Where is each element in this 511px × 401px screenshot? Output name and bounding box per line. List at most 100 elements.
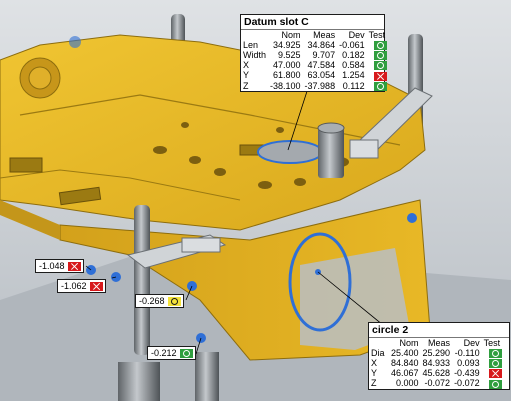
test-status-icon	[67, 261, 81, 271]
deviation-tag-2[interactable]: -1.062	[57, 279, 106, 293]
test-status-icon	[489, 359, 503, 369]
part-slot	[9, 157, 43, 173]
deviation-tag-4[interactable]: -0.212	[147, 346, 196, 360]
row-label: X	[371, 358, 378, 369]
leader-tag-1	[85, 265, 92, 271]
part-slot	[58, 186, 102, 206]
test-result	[482, 348, 503, 359]
test-status-icon	[374, 81, 388, 91]
table-row: Width 9.525 9.707 0.182	[241, 50, 388, 61]
table-row: Y 61.800 63.054 1.254	[241, 70, 388, 81]
table-row: Z -38.100 -37.988 0.112	[241, 80, 388, 91]
nominal-value: 34.925	[273, 40, 301, 51]
part-hole	[276, 127, 284, 133]
row-label: X	[243, 60, 250, 71]
leader-tag-3	[185, 285, 193, 301]
column-header	[369, 338, 389, 348]
circle-2-rows: Dia 25.400 25.290 -0.110 X 84.840 84.933…	[369, 348, 503, 389]
column-header	[241, 30, 268, 40]
table-row: Z 0.000 -0.072 -0.072	[369, 378, 503, 389]
row-label: Z	[243, 80, 249, 91]
part-hole	[258, 181, 272, 189]
column-header-nom: Nom	[399, 338, 419, 348]
column-header-nom: Nom	[281, 30, 301, 40]
fixture-center-pin	[318, 128, 344, 178]
row-label: Width	[243, 50, 267, 61]
deviation-value: 0.112	[342, 80, 365, 91]
measured-value: -0.072	[424, 378, 451, 389]
circle-2-title: circle 2	[369, 323, 509, 338]
deviation-value: 0.093	[457, 358, 480, 369]
nominal-value: 61.800	[273, 70, 301, 81]
row-label: Y	[371, 368, 378, 379]
measured-value: 25.290	[422, 348, 451, 359]
datum-slot-c-panel[interactable]: Datum slot C Nom Meas Dev Test Len 34.92…	[240, 14, 388, 92]
fixture-pillar-front	[134, 205, 150, 355]
deviation-value: -0.439	[454, 368, 480, 379]
part-hole	[153, 146, 167, 154]
part-bend-line-2	[0, 169, 241, 201]
part-hole-large-inner	[28, 66, 52, 90]
table-row: X 47.000 47.584 0.584	[241, 60, 388, 71]
nominal-value: 46.067	[391, 368, 419, 379]
datum-slot-c-title: Datum slot C	[241, 15, 384, 30]
circle-2-feature-outline[interactable]	[288, 232, 352, 332]
measured-value: -37.988	[304, 80, 336, 91]
test-result	[367, 40, 388, 51]
test-status-icon	[374, 71, 388, 81]
leader-datum-slot-c	[287, 81, 311, 151]
column-header-test: Test	[483, 338, 501, 348]
part-hole	[407, 213, 417, 223]
test-result	[367, 60, 388, 71]
part-hole	[189, 156, 201, 164]
deviation-value: 0.584	[342, 60, 365, 71]
measured-value: 63.054	[307, 70, 336, 81]
leader-circle-2	[317, 271, 384, 326]
deviation-tag-value: -0.268	[139, 296, 165, 306]
row-label: Z	[371, 378, 377, 389]
deviation-value: -0.110	[454, 348, 480, 359]
nominal-value: 0.000	[396, 378, 419, 389]
nominal-value: 84.840	[391, 358, 419, 369]
circle-2-table: Nom Meas Dev Test Dia 25.400 25.290 -0.1…	[369, 338, 503, 389]
table-row: Dia 25.400 25.290 -0.110	[369, 348, 503, 359]
deviation-tag-value: -1.062	[61, 281, 87, 291]
measured-value: 47.584	[307, 60, 336, 71]
deviation-tag-3[interactable]: -0.268	[135, 294, 184, 308]
test-result	[482, 368, 503, 379]
leader-tag-2	[111, 276, 117, 279]
deviation-tag-1[interactable]: -1.048	[35, 259, 84, 273]
table-row: Y 46.067 45.628 -0.439	[369, 368, 503, 379]
nominal-value: 9.525	[278, 50, 301, 61]
test-status-icon	[489, 349, 503, 359]
test-result	[367, 50, 388, 61]
measured-value: 34.864	[307, 40, 336, 51]
part-hole	[69, 36, 81, 48]
row-label: Dia	[371, 348, 385, 359]
test-status-icon	[89, 281, 103, 291]
nominal-value: -38.100	[270, 80, 301, 91]
fixture-clamp-pad-right	[349, 139, 379, 159]
circle-2-panel[interactable]: circle 2 Nom Meas Dev Test Dia 25.400 25…	[368, 322, 510, 390]
test-result	[482, 378, 503, 389]
row-label: Len	[243, 40, 259, 51]
table-row: Len 34.925 34.864 -0.061	[241, 40, 388, 51]
test-status-icon	[489, 369, 503, 379]
fixture-clamp-block-front	[181, 237, 221, 253]
deviation-value: 1.254	[342, 70, 365, 81]
deviation-value: 0.182	[342, 50, 365, 61]
test-result	[482, 358, 503, 369]
datum-slot-c-rows: Len 34.925 34.864 -0.061 Width 9.525 9.7…	[241, 40, 388, 91]
measured-value: 45.628	[422, 368, 451, 379]
deviation-tag-value: -0.212	[151, 348, 177, 358]
row-label: Y	[243, 70, 250, 81]
measured-value: 84.933	[422, 358, 451, 369]
table-header-row: Nom Meas Dev Test	[241, 30, 387, 40]
deviation-value: -0.072	[454, 378, 480, 389]
part-left-edge	[0, 200, 60, 240]
test-result	[367, 70, 388, 81]
table-row: X 84.840 84.933 0.093	[369, 358, 503, 369]
part-hole	[214, 168, 226, 176]
datum-slot-c-table: Nom Meas Dev Test Len 34.925 34.864 -0.0…	[241, 30, 388, 91]
